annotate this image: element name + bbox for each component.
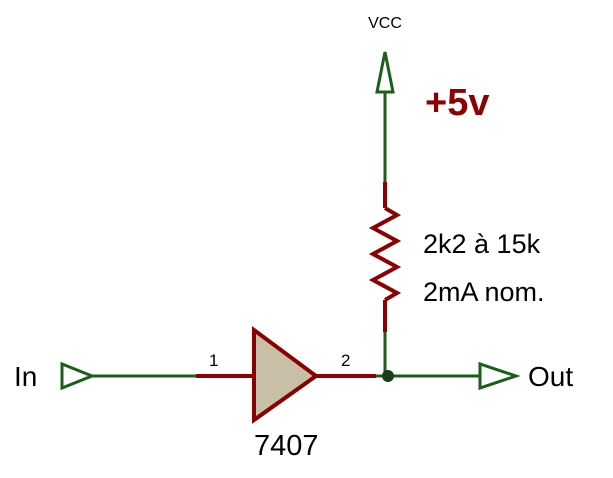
supply-voltage-label: +5v: [425, 82, 489, 124]
vcc-power-arrow-icon: [375, 51, 395, 94]
input-pin-number: 1: [209, 351, 218, 370]
output-port-arrow-icon: [478, 361, 521, 391]
resistor-current-label: 2mA nom.: [423, 277, 545, 307]
buffer-part-label: 7407: [254, 430, 319, 462]
pullup-resistor-icon: [368, 206, 402, 302]
vcc-net-label: VCC: [368, 15, 402, 32]
output-port-label: Out: [528, 361, 573, 392]
input-port-label: In: [14, 361, 37, 392]
output-pin-number: 2: [341, 351, 350, 370]
input-port-arrow-icon: [60, 361, 97, 391]
resistor-value-label: 2k2 à 15k: [423, 229, 541, 259]
junction-dot: [382, 370, 394, 382]
buffer-gate-icon: [252, 326, 320, 424]
